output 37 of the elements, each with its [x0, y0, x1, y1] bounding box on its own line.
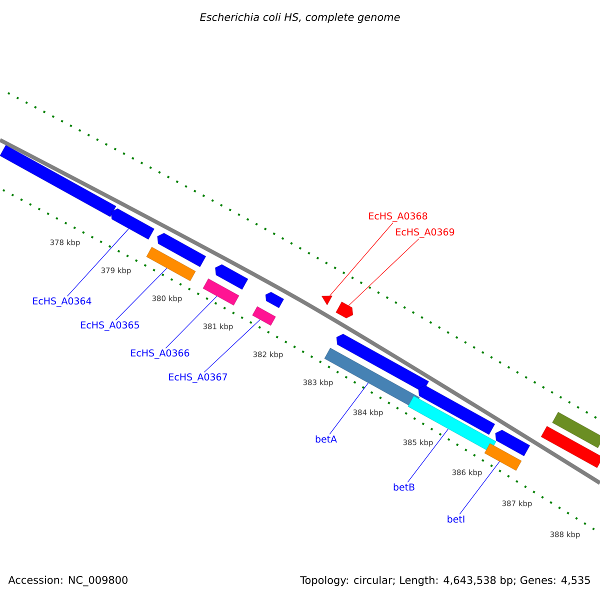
gene-block: [495, 430, 530, 456]
gene-block: [540, 426, 600, 468]
leader-line: [329, 222, 394, 296]
gene-label: EcHS_A0369: [396, 228, 454, 238]
gene-label: EcHS_A0364: [33, 297, 92, 307]
leader-line: [407, 428, 449, 482]
gene-block: [336, 334, 429, 392]
accession-text: Accession: NC_009800: [8, 576, 128, 586]
gene-label: EcHS_A0365: [81, 321, 139, 331]
title: Escherichia coli HS, complete genome: [200, 12, 400, 24]
gene-block: [265, 292, 284, 308]
genome-info-text: Topology: circular; Length: 4,643,538 bp; Genes: 4,535: [300, 576, 590, 586]
leader-line: [204, 319, 260, 372]
leader-line: [165, 296, 218, 348]
gene-block: [0, 145, 116, 217]
leader-line: [329, 382, 369, 434]
gene-label: betI: [448, 515, 464, 523]
gene-block: [202, 278, 240, 306]
gene-block: [110, 208, 154, 240]
gene-label: betB: [394, 483, 414, 491]
gene-block: [552, 412, 600, 448]
gene-block: [322, 296, 332, 306]
leader-line: [459, 461, 500, 514]
gene-block: [484, 443, 522, 471]
leader-line: [348, 238, 420, 306]
gene-block: [252, 306, 276, 326]
gene-label: EcHS_A0368: [369, 212, 428, 222]
gene-block: [157, 233, 206, 267]
leader-line: [67, 228, 130, 296]
gene-block: [336, 302, 353, 318]
gene-block: [146, 246, 196, 282]
gene-label: EcHS_A0367: [169, 373, 227, 383]
gene-label: EcHS_A0366: [131, 349, 190, 359]
gene-block: [215, 264, 248, 290]
leader-line: [115, 268, 168, 320]
gene-block: [418, 385, 495, 435]
gene-label: betA: [316, 435, 337, 443]
